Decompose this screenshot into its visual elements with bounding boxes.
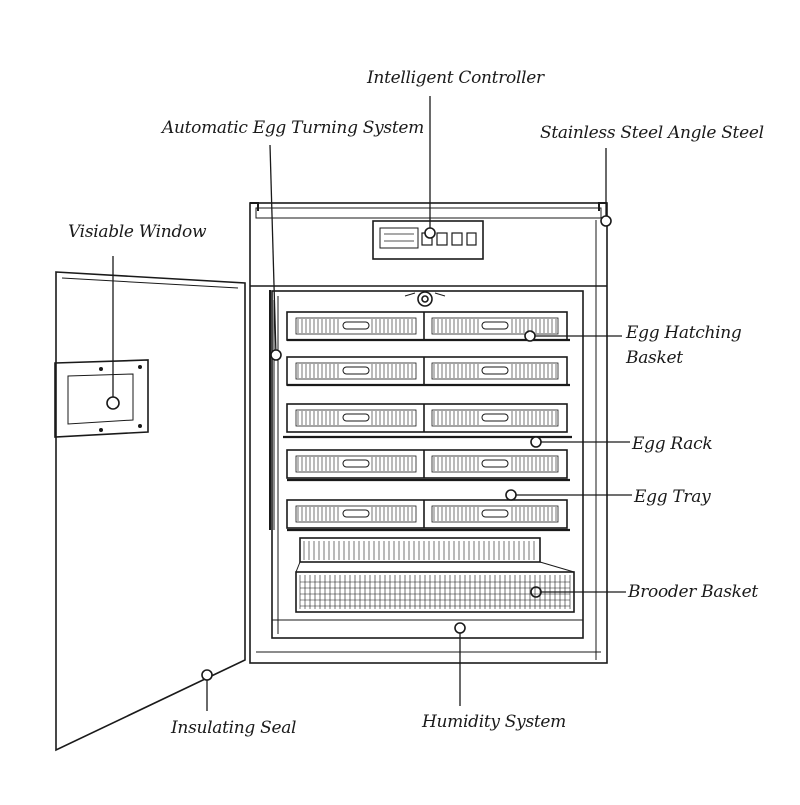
viewing-window-frame — [54, 359, 149, 438]
label-automatic-egg-turning-system: Automatic Egg Turning System — [162, 118, 424, 138]
label-stainless-steel-angle-steel: Stainless Steel Angle Steel — [540, 123, 764, 143]
open-door — [55, 271, 246, 752]
label-intelligent-controller: Intelligent Controller — [367, 68, 544, 88]
label-brooder-basket: Brooder Basket — [628, 582, 758, 602]
turning-rail — [269, 290, 275, 530]
label-egg-tray: Egg Tray — [634, 487, 711, 507]
angle-steel-markers — [250, 202, 607, 211]
label-egg-hatching-basket: Egg Hatching Basket — [626, 321, 742, 371]
turning-motor — [404, 291, 446, 307]
egg-tray-row-4 — [286, 449, 570, 482]
cabinet-body — [249, 202, 608, 664]
label-insulating-seal: Insulating Seal — [171, 718, 297, 738]
incubation-chamber — [271, 290, 584, 639]
label-egg-hatching-basket-line-2: Basket — [626, 348, 683, 368]
egg-tray-row-3 — [283, 403, 572, 439]
basket-mesh — [297, 319, 571, 609]
label-visiable-window: Visiable Window — [68, 222, 207, 242]
window-screws — [99, 365, 142, 432]
egg-tray-row-2 — [286, 356, 570, 387]
controller-panel — [372, 220, 484, 260]
callout-markers — [106, 215, 612, 681]
label-egg-hatching-basket-line-1: Egg Hatching — [626, 323, 742, 343]
label-humidity-system: Humidity System — [422, 712, 566, 732]
callout-leader-lines — [112, 96, 632, 711]
label-egg-rack: Egg Rack — [632, 434, 713, 454]
controller-buttons — [421, 232, 477, 246]
egg-tray-row-5 — [286, 499, 570, 532]
egg-tray-row-1 — [286, 311, 570, 342]
